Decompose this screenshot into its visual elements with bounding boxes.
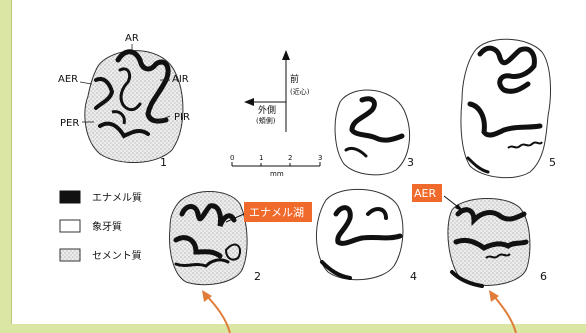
direction-outside-sub: (頬側) <box>256 116 276 125</box>
scale-tick-1: 1 <box>259 154 263 162</box>
scale-bar <box>232 162 320 166</box>
figure-number-5: 5 <box>549 156 556 169</box>
tooth-5 <box>461 39 551 177</box>
pointer-arrow-left <box>202 290 230 333</box>
direction-front-sub: (近心) <box>290 87 310 96</box>
tooth-6 <box>448 198 530 286</box>
figure-number-3: 3 <box>407 156 414 169</box>
scale-tick-2: 2 <box>288 154 292 162</box>
label-per: PER <box>60 118 79 129</box>
callout-enamel-lake-text: エナメル湖 <box>249 206 304 219</box>
tooth-1 <box>85 51 183 163</box>
legend-swatch-cementum <box>60 249 80 261</box>
tooth-2 <box>170 191 248 284</box>
label-air: AIR <box>172 74 189 85</box>
tooth-4 <box>316 189 402 279</box>
legend-swatch-dentin <box>60 220 80 232</box>
figure-number-1: 1 <box>160 156 167 169</box>
scale-unit: mm <box>270 170 284 178</box>
legend-swatch-enamel <box>60 191 80 203</box>
figure-number-4: 4 <box>410 270 417 283</box>
direction-front: 前 <box>290 73 299 85</box>
figure-number-6: 6 <box>540 270 547 283</box>
legend <box>60 191 80 261</box>
legend-label-dentin: 象牙質 <box>92 220 122 233</box>
leader-aer <box>80 82 92 84</box>
label-aer: AER <box>58 74 78 85</box>
scale-tick-3: 3 <box>318 154 322 162</box>
legend-label-enamel: エナメル質 <box>92 191 142 204</box>
direction-outside: 外側 <box>258 104 276 116</box>
label-ar: AR <box>125 33 139 44</box>
pointer-arrow-right <box>489 290 516 333</box>
label-pir: PIR <box>174 112 190 123</box>
tooth-3 <box>335 90 409 175</box>
callout-aer-text: AER <box>414 187 436 200</box>
scale-tick-0: 0 <box>230 154 234 162</box>
legend-label-cementum: セメント質 <box>92 249 142 262</box>
figure-number-2: 2 <box>254 270 261 283</box>
